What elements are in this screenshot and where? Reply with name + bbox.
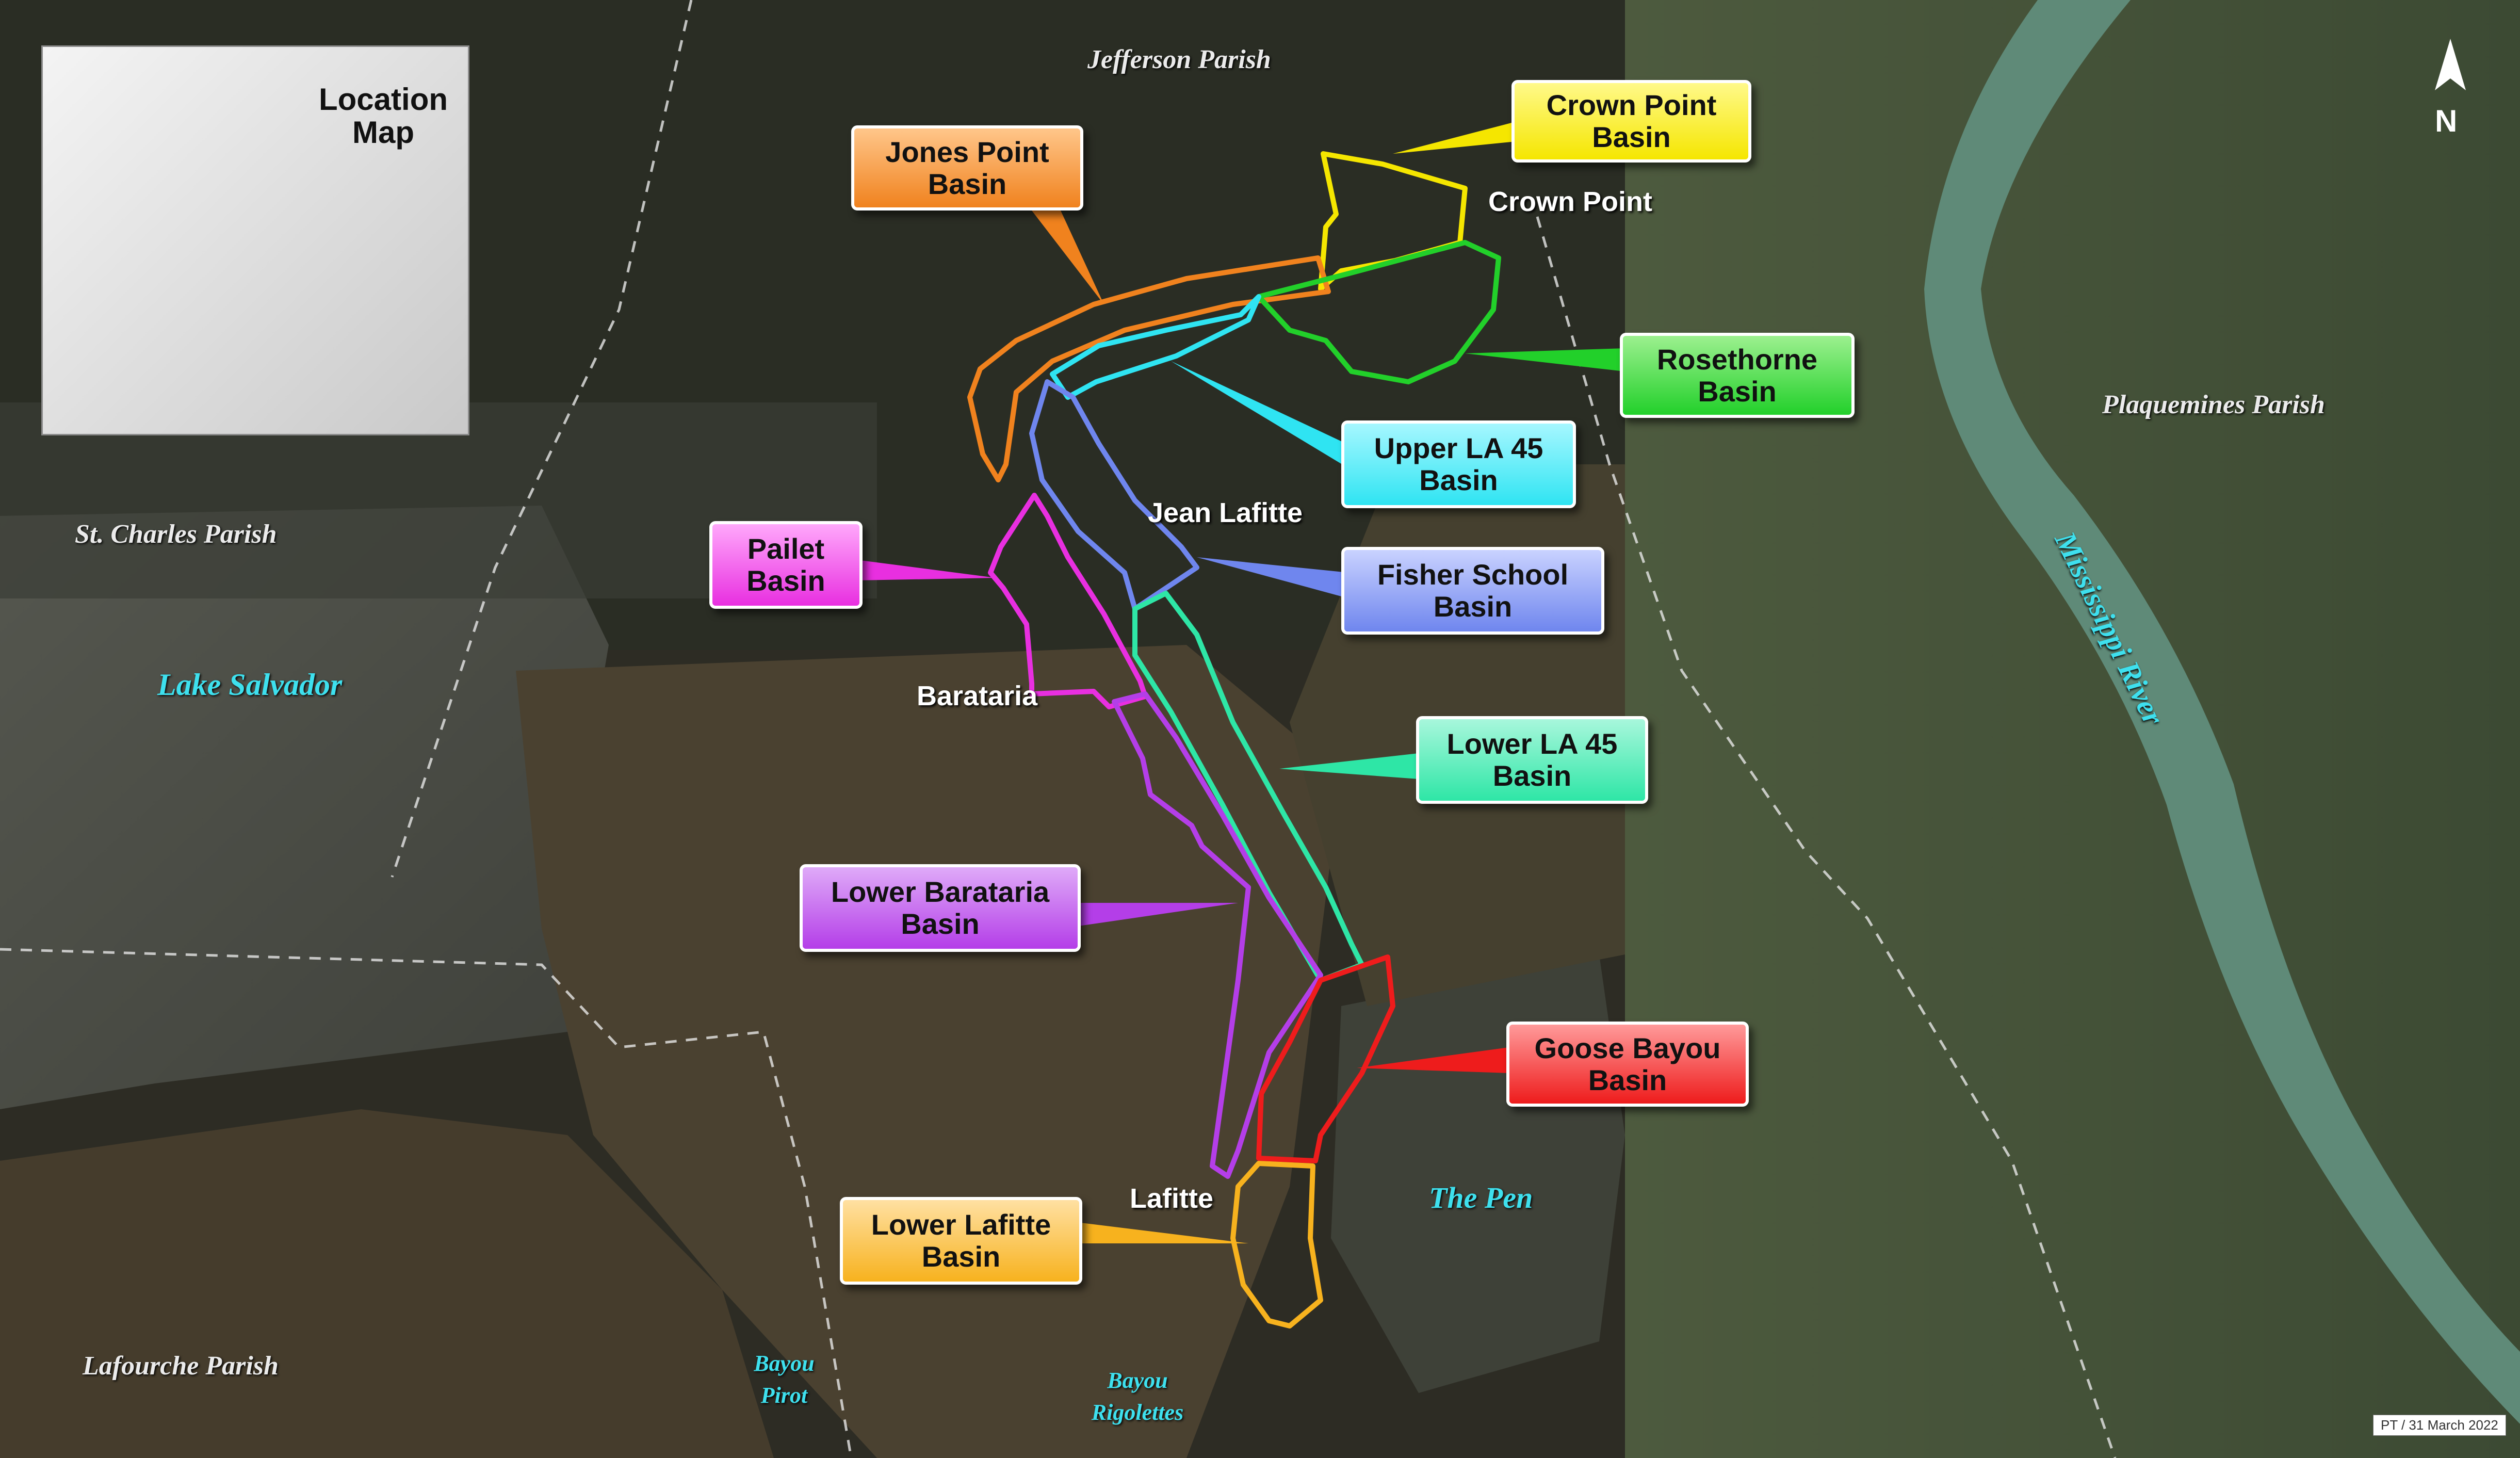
lake-salvador-area — [0, 506, 645, 1109]
lower-barataria-basin-callout[interactable]: Lower Barataria Basin — [800, 864, 1081, 952]
pointer-goose-bayou — [1357, 1047, 1509, 1073]
jefferson-parish-label: Jefferson Parish — [1087, 45, 1271, 74]
upper-la45-basin-outline — [1050, 294, 1261, 400]
lower-barataria-basin-name: Lower Barataria — [831, 876, 1050, 908]
bayou-pirot-line2: Pirot — [760, 1383, 808, 1408]
goose-bayou-basin-callout[interactable]: Goose Bayou Basin — [1506, 1022, 1749, 1107]
crown-point-basin-name: Crown Point — [1546, 89, 1717, 121]
lower-barataria-basin-suffix: Basin — [901, 908, 980, 940]
barataria-place-label: Barataria — [917, 681, 1038, 711]
jones-point-basin-callout[interactable]: Jones Point Basin — [851, 125, 1083, 210]
crown-point-basin-callout[interactable]: Crown Point Basin — [1511, 80, 1751, 163]
fisher-school-basin-callout[interactable]: Fisher School Basin — [1341, 547, 1604, 635]
mississippi-river-channel — [1924, 0, 2520, 1424]
jean-lafitte-place-label: Jean Lafitte — [1148, 497, 1303, 528]
bayou-pirot-line1: Bayou — [754, 1351, 815, 1376]
crown-point-basin-suffix: Basin — [1592, 121, 1671, 153]
pailet-basin-suffix: Basin — [746, 564, 825, 597]
lafitte-place-label: Lafitte — [1130, 1183, 1213, 1214]
callout-pointers — [856, 123, 1625, 1243]
pointer-lower-la45 — [1279, 753, 1419, 779]
bayou-rigolettes-line1: Bayou — [1107, 1368, 1168, 1393]
boundary-stcharles-jefferson — [391, 0, 693, 878]
lower-barataria-basin-outline — [1112, 691, 1323, 1179]
goose-bayou-basin-suffix: Basin — [1588, 1063, 1667, 1096]
jones-point-basin-suffix: Basin — [928, 167, 1007, 200]
goose-bayou-basin-name: Goose Bayou — [1534, 1031, 1721, 1064]
fisher-school-basin-name: Fisher School — [1377, 558, 1569, 591]
north-arrow-icon — [2435, 39, 2466, 90]
brown-marsh-west — [516, 645, 1341, 1458]
boundary-jefferson-plaquemines — [1536, 216, 2117, 1458]
bayou-pirot-label: Bayou Pirot — [743, 1348, 825, 1412]
upper-la45-basin-callout[interactable]: Upper LA 45 Basin — [1341, 420, 1576, 508]
rosethorne-basin-suffix: Basin — [1698, 375, 1777, 408]
lower-la45-basin-name: Lower LA 45 — [1446, 727, 1618, 760]
lower-la45-basin-callout[interactable]: Lower LA 45 Basin — [1416, 716, 1648, 804]
location-map-title-line1: Location — [319, 82, 448, 117]
crown-point-place-label: Crown Point — [1488, 186, 1652, 217]
lake-salvador-label: Lake Salvador — [157, 668, 343, 702]
lower-la45-basin-suffix: Basin — [1492, 759, 1572, 792]
pointer-pailet — [856, 560, 996, 580]
lower-lafitte-basin-name: Lower Lafitte — [871, 1208, 1051, 1241]
pailet-basin-callout[interactable]: Pailet Basin — [709, 521, 863, 609]
the-pen-label: The Pen — [1429, 1181, 1533, 1214]
jones-point-basin-outline — [967, 255, 1331, 482]
rosethorne-basin-outline — [1256, 240, 1501, 384]
lower-lafitte-basin-outline — [1230, 1161, 1323, 1329]
rosethorne-basin-name: Rosethorne — [1656, 343, 1818, 376]
pointer-crown-point — [1393, 123, 1511, 154]
lower-la45-basin-outline — [1132, 591, 1364, 983]
pointer-upper-la45 — [1171, 361, 1346, 467]
parish-boundaries — [0, 0, 2117, 1458]
pointer-fisher-school — [1197, 557, 1349, 598]
upper-la45-basin-name: Upper LA 45 — [1374, 432, 1543, 464]
st-charles-parish-label: St. Charles Parish — [75, 520, 277, 549]
map-credit: PT / 31 March 2022 — [2373, 1415, 2506, 1436]
location-map-title-line2: Map — [352, 115, 414, 150]
pointer-rosethorne — [1465, 348, 1625, 371]
bayou-rigolettes-label: Bayou Rigolettes — [1078, 1365, 1197, 1429]
location-map-inset: Location Map — [41, 45, 469, 435]
goose-bayou-basin-outline — [1256, 954, 1395, 1163]
pailet-basin-name: Pailet — [747, 532, 825, 565]
north-label: N — [2435, 104, 2458, 138]
boundary-lafourche-jefferson — [0, 948, 853, 1458]
pointer-jones-point — [1027, 204, 1104, 304]
pointer-lower-lafitte — [1081, 1223, 1248, 1243]
lower-lafitte-basin-suffix: Basin — [921, 1240, 1001, 1273]
fisher-school-basin-suffix: Basin — [1433, 590, 1513, 623]
basin-outlines — [967, 151, 1501, 1329]
upper-la45-basin-suffix: Basin — [1419, 464, 1498, 496]
location-map-title: Location Map — [306, 83, 461, 149]
plaquemines-parish-label: Plaquemines Parish — [2102, 390, 2325, 419]
pointer-lower-barataria — [1078, 903, 1238, 926]
jones-point-basin-name: Jones Point — [885, 135, 1049, 168]
rosethorne-basin-callout[interactable]: Rosethorne Basin — [1620, 333, 1855, 418]
fisher-school-basin-outline — [1029, 379, 1199, 611]
brown-marsh-southwest — [0, 1109, 774, 1458]
bayou-rigolettes-line2: Rigolettes — [1091, 1400, 1184, 1425]
lower-lafitte-basin-callout[interactable]: Lower Lafitte Basin — [840, 1197, 1082, 1285]
lafourche-parish-label: Lafourche Parish — [83, 1351, 279, 1381]
